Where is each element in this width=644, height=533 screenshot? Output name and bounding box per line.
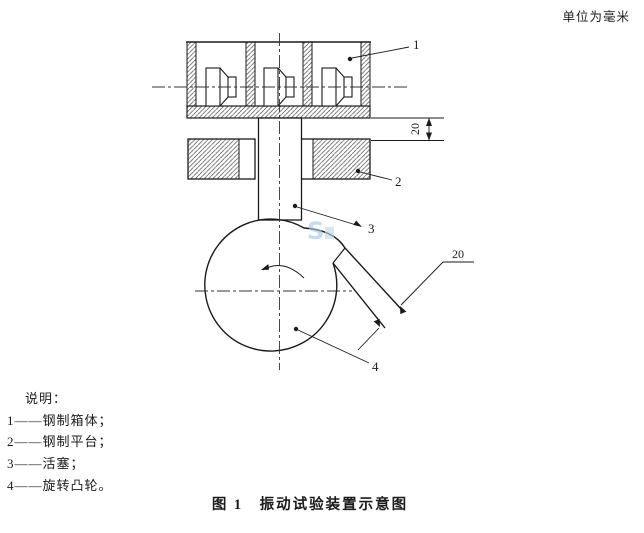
legend-title: 说明： <box>25 391 68 406</box>
rotation-arrow <box>261 264 305 279</box>
dimension-lobe-20 <box>357 261 474 351</box>
lobe-dimension-value: 20 <box>452 247 464 261</box>
legend-item-2: 2——钢制平台； <box>7 434 113 450</box>
callout-box: 1 <box>413 37 420 52</box>
callout-platform: 2 <box>395 174 402 189</box>
figure-caption: 图 1 振动试验装置示意图 <box>211 497 409 513</box>
steel-platform <box>187 138 371 180</box>
centerlines <box>152 33 407 370</box>
dimension-gap-20 <box>371 117 444 141</box>
legend-item-3: 3——活塞； <box>7 456 85 472</box>
gap-dimension-value: 20 <box>408 123 422 135</box>
callout-leaders <box>292 46 410 364</box>
legend: 说明： 1——钢制箱体； 2——钢制平台； 3——活塞； 4——旋转凸轮。 <box>7 388 113 497</box>
legend-item-1: 1——钢制箱体； <box>7 412 113 428</box>
rotating-cam <box>204 218 403 352</box>
callout-piston: 3 <box>368 221 375 236</box>
legend-item-4: 4——旋转凸轮。 <box>7 477 113 493</box>
callout-cam: 4 <box>372 359 379 374</box>
unit-note: 单位为毫米 <box>562 10 630 24</box>
